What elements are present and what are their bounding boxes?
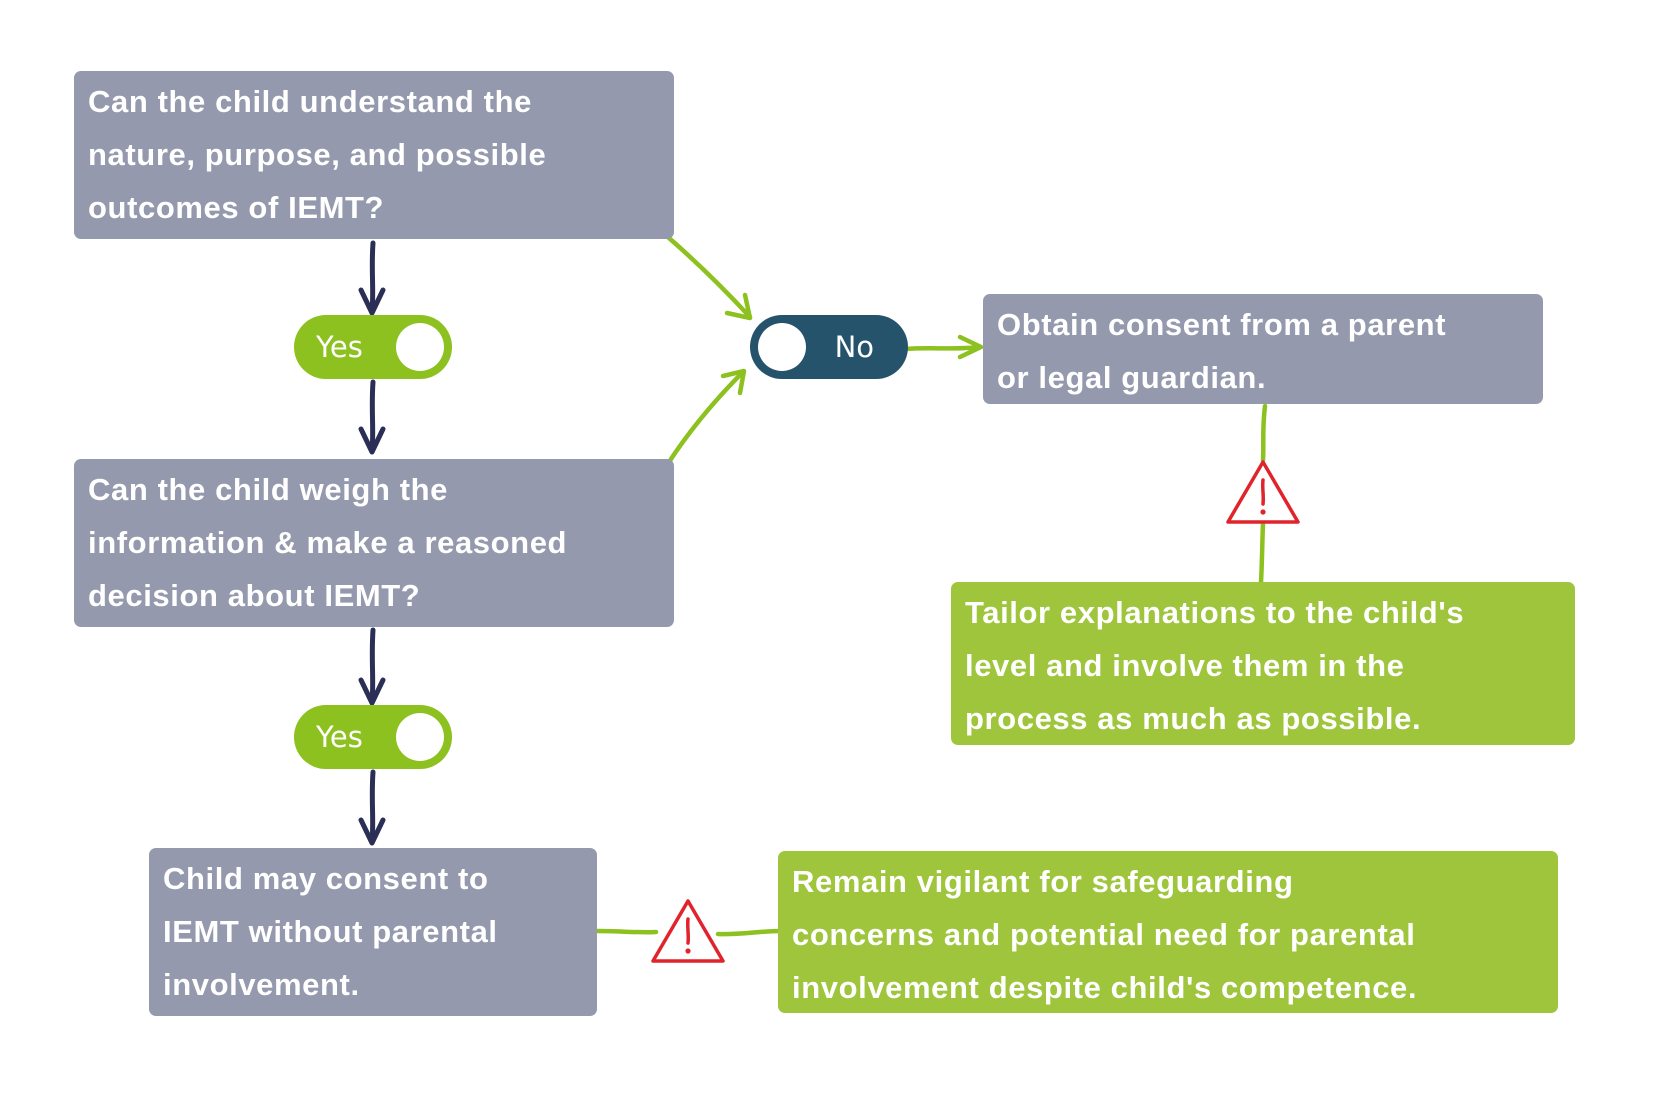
arrow-q2-to-no <box>666 369 746 465</box>
arrowhead <box>358 287 386 316</box>
line-warning-to-vigilant <box>715 928 783 937</box>
arrow-yes-to-child-consent <box>369 769 376 845</box>
question-weigh-box: Can the child weigh the information & ma… <box>74 459 674 627</box>
arrowhead <box>358 677 386 706</box>
arrow-q1-to-no <box>666 235 753 320</box>
arrowhead <box>358 817 386 846</box>
arrowhead <box>720 368 747 396</box>
arrow-q2-to-yes <box>369 627 376 705</box>
arrow-q1-to-yes <box>369 240 376 315</box>
remain-vigilant-box: Remain vigilant for safeguarding concern… <box>778 851 1558 1013</box>
no-toggle: No <box>750 315 908 379</box>
yes-label: Yes <box>316 330 363 364</box>
line-child-consent-to-warning <box>594 928 659 935</box>
toggle-knob <box>396 713 444 761</box>
arrowhead <box>724 292 753 321</box>
yes-label: Yes <box>316 720 363 754</box>
arrow-yes-to-q2 <box>369 379 376 454</box>
question-understand-box: Can the child understand the nature, pur… <box>74 71 674 239</box>
tailor-explanations-box: Tailor explanations to the child's level… <box>951 582 1575 745</box>
line-consent-to-warning <box>1260 403 1268 463</box>
arrowhead <box>957 334 984 360</box>
arrow-no-to-consent <box>903 344 983 352</box>
warning-triangle-icon <box>651 899 725 963</box>
child-consent-box: Child may consent to IEMT without parent… <box>149 848 597 1016</box>
consent-parent-box: Obtain consent from a parent or legal gu… <box>983 294 1543 404</box>
toggle-knob <box>396 323 444 371</box>
no-label: No <box>834 330 874 364</box>
line-warning-to-tailor <box>1258 520 1266 585</box>
arrowhead <box>358 426 386 455</box>
toggle-knob <box>758 323 806 371</box>
yes-toggle-2: Yes <box>294 705 452 769</box>
yes-toggle-1: Yes <box>294 315 452 379</box>
warning-triangle-icon <box>1226 460 1300 524</box>
